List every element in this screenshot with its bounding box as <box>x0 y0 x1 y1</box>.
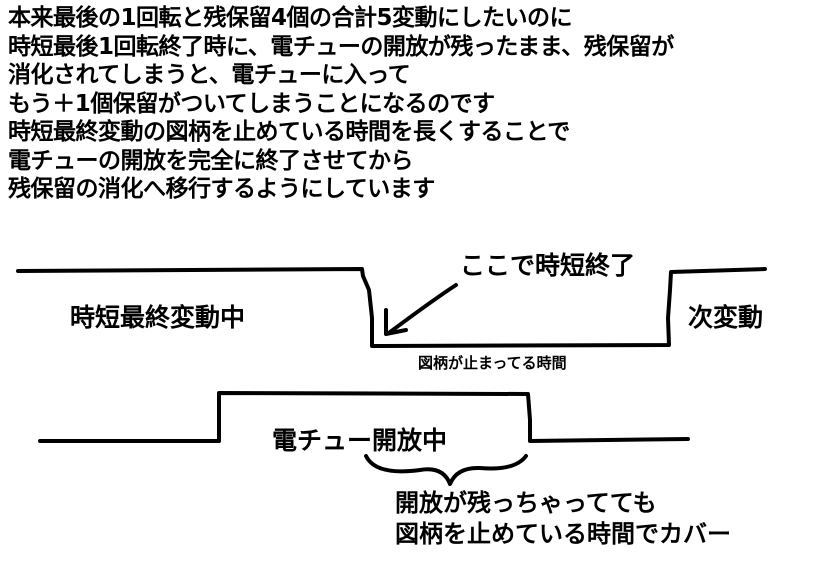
cover-note: 開放が残っちゃってても 図柄を止めている時間でカバー <box>395 488 731 550</box>
explanation-line: 時短最後1回転終了時に、電チューの開放が残ったまま、残保留が <box>8 33 674 60</box>
final-variation-label: 時短最終変動中 <box>70 303 246 332</box>
jitan-end-label: ここで時短終了 <box>460 251 636 280</box>
tulip-open-label: 電チュー開放中 <box>272 426 448 455</box>
cover-note-line: 図柄を止めている時間でカバー <box>395 520 731 548</box>
explanation-line: もう＋1個保留がついてしまうことになるのです <box>8 90 495 117</box>
jitan-end-arrow <box>388 283 458 334</box>
symbols-stopped-label: 図柄が止まってる時間 <box>418 354 567 372</box>
jitan-end-arrow-head <box>384 308 408 336</box>
tulip-open-timeline <box>38 391 690 443</box>
cover-note-line: 開放が残っちゃってても <box>395 489 657 517</box>
explanation-text: 本来最後の1回転と残保留4個の合計5変動にしたいのに 時短最後1回転終了時に、電… <box>8 4 674 204</box>
next-variation-label: 次変動 <box>688 303 764 332</box>
cover-brace <box>364 454 528 486</box>
explanation-line: 時短最終変動の図柄を止めている時間を長くすることで <box>8 119 570 145</box>
explanation-line: 電チューの開放を完全に終了させてから <box>8 147 413 174</box>
explanation-line: 残保留の消化へ移行するようにしています <box>8 176 435 202</box>
explanation-line: 消化されてしまうと、電チューに入って <box>8 62 411 88</box>
variation-timeline <box>16 267 767 348</box>
explanation-line: 本来最後の1回転と残保留4個の合計5変動にしたいのに <box>8 5 573 31</box>
